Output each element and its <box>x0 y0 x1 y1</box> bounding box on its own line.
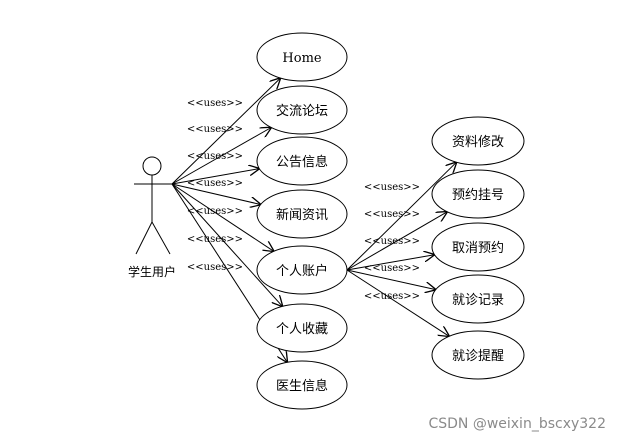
use-case-label: 医生信息 <box>276 378 328 394</box>
uses-arrow <box>346 269 449 336</box>
use-case-ellipse <box>256 245 348 295</box>
actor-head <box>142 156 162 176</box>
uses-label: <<uses>> <box>364 291 420 302</box>
uses-arrow <box>171 183 274 251</box>
use-case-ellipse <box>431 274 525 324</box>
uses-label: <<uses>> <box>187 151 243 162</box>
uses-label: <<uses>> <box>364 182 420 193</box>
uses-label: <<uses>> <box>187 262 243 273</box>
uses-arrow <box>346 162 457 271</box>
uses-label: <<uses>> <box>187 206 243 217</box>
use-case-ellipse <box>256 136 348 186</box>
use-case-ellipse <box>256 85 348 135</box>
use-case-label: 个人收藏 <box>276 322 328 337</box>
watermark: CSDN @weixin_bscxy322 <box>428 416 606 432</box>
uses-arrow <box>171 128 271 185</box>
use-case-ellipse <box>256 360 348 410</box>
use-case-label: Home <box>282 51 321 66</box>
use-case-label: 就诊记录 <box>452 293 504 308</box>
uses-labels: <<uses>> <<uses>> <<uses>> <<uses>> <<uses>>… <box>187 98 420 302</box>
use-case-ellipse <box>431 330 525 380</box>
use-case-label: 个人账户 <box>276 263 328 279</box>
uses-arrow <box>171 78 280 185</box>
use-case-label: 公告信息 <box>276 154 328 170</box>
uses-arrow <box>171 183 283 306</box>
use-case-ellipse <box>256 189 348 239</box>
use-case-label: 就诊提醒 <box>452 348 504 364</box>
association-lines <box>171 78 457 362</box>
use-case-ellipse <box>431 169 525 219</box>
use-case-ellipse <box>256 32 348 82</box>
actor-left-leg <box>135 221 153 255</box>
use-case-label: 预约挂号 <box>452 188 504 203</box>
uses-label: <<uses>> <box>187 124 243 135</box>
uses-arrow <box>171 183 261 205</box>
uses-label: <<uses>> <box>364 209 420 220</box>
uses-label: <<uses>> <box>364 236 420 247</box>
uses-label: <<uses>> <box>187 234 243 245</box>
uses-arrow <box>346 255 434 271</box>
actor: 学生用户 <box>128 156 176 279</box>
uses-label: <<uses>> <box>187 98 243 109</box>
uses-label: <<uses>> <box>187 178 243 189</box>
use-case-ellipse <box>431 116 525 166</box>
uses-arrow <box>346 269 436 290</box>
use-case-label: 新闻资讯 <box>276 207 328 223</box>
use-case-ellipse <box>431 222 525 272</box>
use-case-label: 交流论坛 <box>276 103 328 119</box>
uses-arrow <box>171 169 259 185</box>
actor-right-leg <box>151 221 171 255</box>
uses-arrow <box>346 212 447 271</box>
use-case-label: 取消预约 <box>452 241 504 256</box>
uses-label: <<uses>> <box>364 263 420 274</box>
use-case-ellipse <box>256 303 348 353</box>
use-case-label: 资料修改 <box>452 135 504 150</box>
actor-name: 学生用户 <box>128 264 176 279</box>
